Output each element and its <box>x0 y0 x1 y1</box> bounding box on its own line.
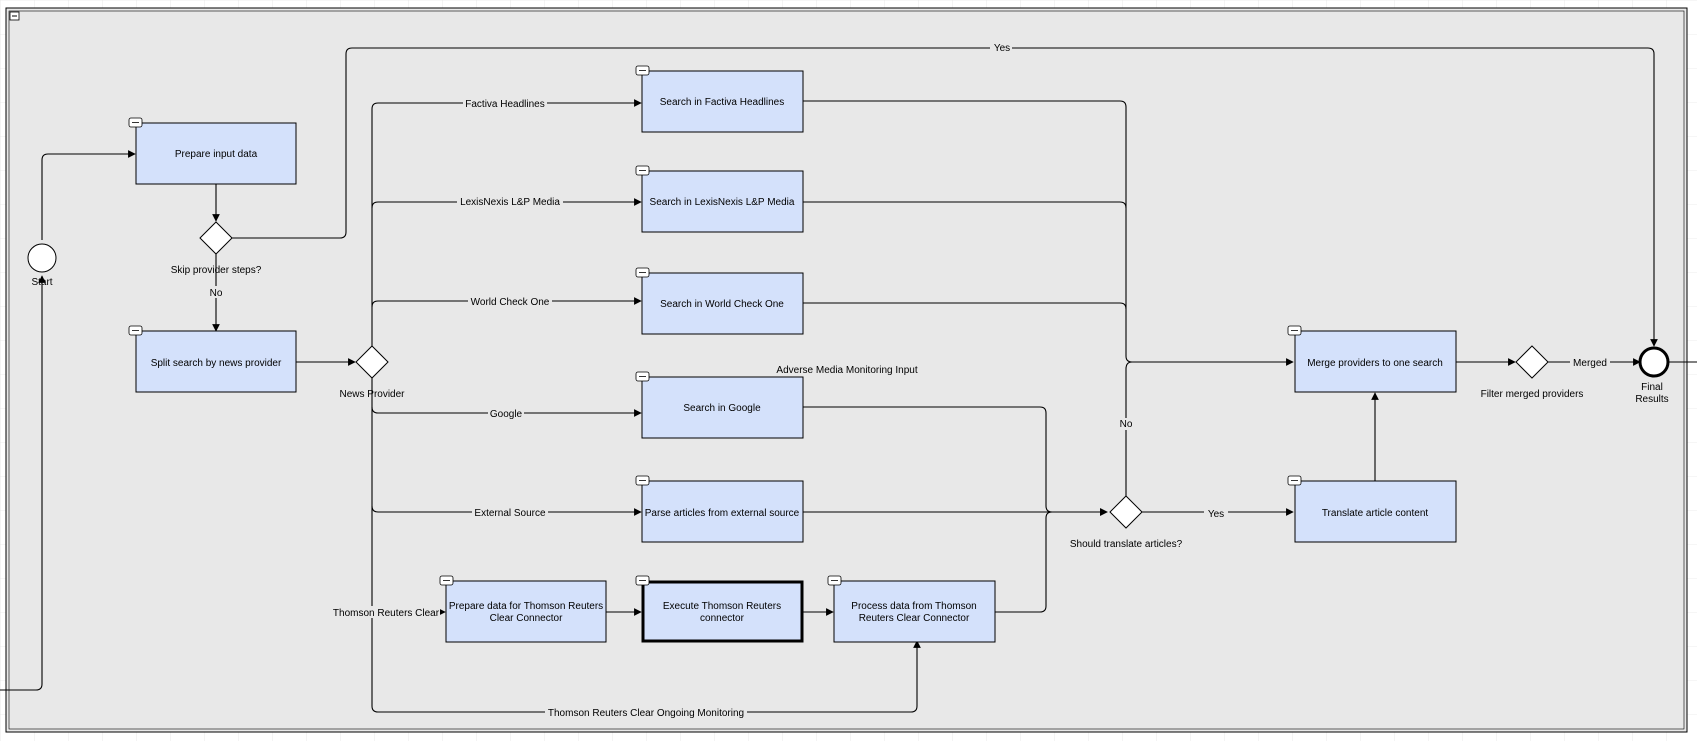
service-task-icon <box>1287 475 1302 486</box>
service-task-icon <box>128 325 143 336</box>
start-event[interactable] <box>27 243 57 273</box>
task-execute-thomson-reuters-label-1: Execute Thomson Reuters <box>663 601 781 612</box>
task-search-factiva-label: Search in Factiva Headlines <box>660 97 785 108</box>
flow-label-worldcheck: World Check One <box>471 297 550 308</box>
flow-label-tr-monitoring: Thomson Reuters Clear Ongoing Monitoring <box>548 708 744 719</box>
task-split-search-label: Split search by news provider <box>151 358 282 369</box>
flow-label-factiva: Factiva Headlines <box>465 99 544 110</box>
task-prepare-thomson-reuters-label-2: Clear Connector <box>490 613 563 624</box>
task-search-lexisnexis[interactable]: Search in LexisNexis L&P Media <box>641 170 804 233</box>
task-search-google-label: Search in Google <box>683 403 761 414</box>
flow-incoming-to-start[interactable] <box>0 275 46 691</box>
flow-translate-no[interactable] <box>1125 361 1133 496</box>
service-task-icon <box>635 371 650 382</box>
task-search-google[interactable]: Search in Google <box>641 376 804 439</box>
service-task-icon <box>128 117 143 128</box>
task-parse-external-label: Parse articles from external source <box>645 508 800 519</box>
end-event-label-line1: Final <box>1641 382 1663 393</box>
flow-label-no-translate: No <box>1120 419 1133 430</box>
service-task-icon <box>827 575 842 586</box>
service-task-icon <box>635 65 650 76</box>
flow-lexisnexis[interactable] <box>371 198 642 209</box>
flow-label-yes-translate: Yes <box>1208 509 1224 520</box>
flow-label-external: External Source <box>474 508 546 519</box>
task-parse-external[interactable]: Parse articles from external source <box>641 480 804 543</box>
flow-label-tr-clear: Thomson Reuters Clear <box>333 608 440 619</box>
task-merge-providers-label: Merge providers to one search <box>1307 358 1443 369</box>
start-event-label: Start <box>31 277 52 288</box>
gateway-news-provider[interactable] <box>355 345 389 379</box>
task-prepare-input-label: Prepare input data <box>175 149 258 160</box>
task-prepare-input[interactable]: Prepare input data <box>135 122 297 185</box>
gateway-filter[interactable] <box>1515 345 1549 379</box>
flow-skip-yes[interactable] <box>232 47 1658 347</box>
gateway-skip-provider[interactable] <box>199 221 233 255</box>
task-execute-thomson-reuters[interactable]: Execute Thomson Reuters connector <box>641 580 804 643</box>
task-search-lexisnexis-label: Search in LexisNexis L&P Media <box>650 197 795 208</box>
flow-worldcheck-to-merge[interactable] <box>803 302 1127 310</box>
task-process-thomson-reuters-label-1: Process data from Thomson <box>851 601 976 612</box>
flow-label-lexisnexis: LexisNexis L&P Media <box>460 197 560 208</box>
flow-label-no-skip: No <box>210 288 223 299</box>
collapse-toggle-icon[interactable] <box>9 11 20 21</box>
flow-proc-to-translate-gateway[interactable] <box>995 511 1053 613</box>
task-search-factiva[interactable]: Search in Factiva Headlines <box>641 70 804 133</box>
task-translate-content[interactable]: Translate article content <box>1294 480 1457 543</box>
service-task-icon <box>635 475 650 486</box>
task-prepare-thomson-reuters[interactable]: Prepare data for Thomson Reuters Clear C… <box>445 580 607 643</box>
task-prepare-thomson-reuters-label-1: Prepare data for Thomson Reuters <box>449 601 603 612</box>
task-process-thomson-reuters-label-2: Reuters Clear Connector <box>859 613 970 624</box>
flow-start-to-prepare[interactable] <box>41 150 136 240</box>
service-task-icon <box>1287 325 1302 336</box>
task-merge-providers[interactable]: Merge providers to one search <box>1294 330 1457 393</box>
flow-label-merged: Merged <box>1573 358 1607 369</box>
service-task-icon <box>635 575 650 586</box>
gateway-filter-label: Filter merged providers <box>1481 389 1584 400</box>
flow-label-yes-top: Yes <box>994 43 1010 54</box>
flow-worldcheck[interactable] <box>371 297 642 308</box>
gateway-translate[interactable] <box>1109 495 1143 529</box>
flow-factiva[interactable] <box>371 99 642 346</box>
task-translate-content-label: Translate article content <box>1322 508 1429 519</box>
flow-lexisnexis-to-merge[interactable] <box>803 201 1127 209</box>
pool-inner-border <box>8 10 1685 730</box>
task-split-search[interactable]: Split search by news provider <box>135 330 297 393</box>
gateway-news-provider-label: News Provider <box>339 389 405 400</box>
service-task-icon <box>635 165 650 176</box>
end-event-label-line2: Results <box>1635 394 1668 405</box>
task-execute-thomson-reuters-label-2: connector <box>700 613 745 624</box>
annotation-adverse-media-input: Adverse Media Monitoring Input <box>776 365 917 376</box>
service-task-icon <box>439 575 454 586</box>
task-search-worldcheck-label: Search in World Check One <box>660 299 784 310</box>
end-event[interactable] <box>1638 346 1670 378</box>
task-process-thomson-reuters[interactable]: Process data from Thomson Reuters Clear … <box>833 580 996 643</box>
flow-label-google: Google <box>490 409 523 420</box>
task-search-worldcheck[interactable]: Search in World Check One <box>641 272 804 335</box>
service-task-icon <box>635 267 650 278</box>
gateway-skip-provider-label: Skip provider steps? <box>171 265 262 276</box>
flow-factiva-to-merge[interactable] <box>803 100 1294 366</box>
gateway-translate-label: Should translate articles? <box>1070 539 1183 550</box>
